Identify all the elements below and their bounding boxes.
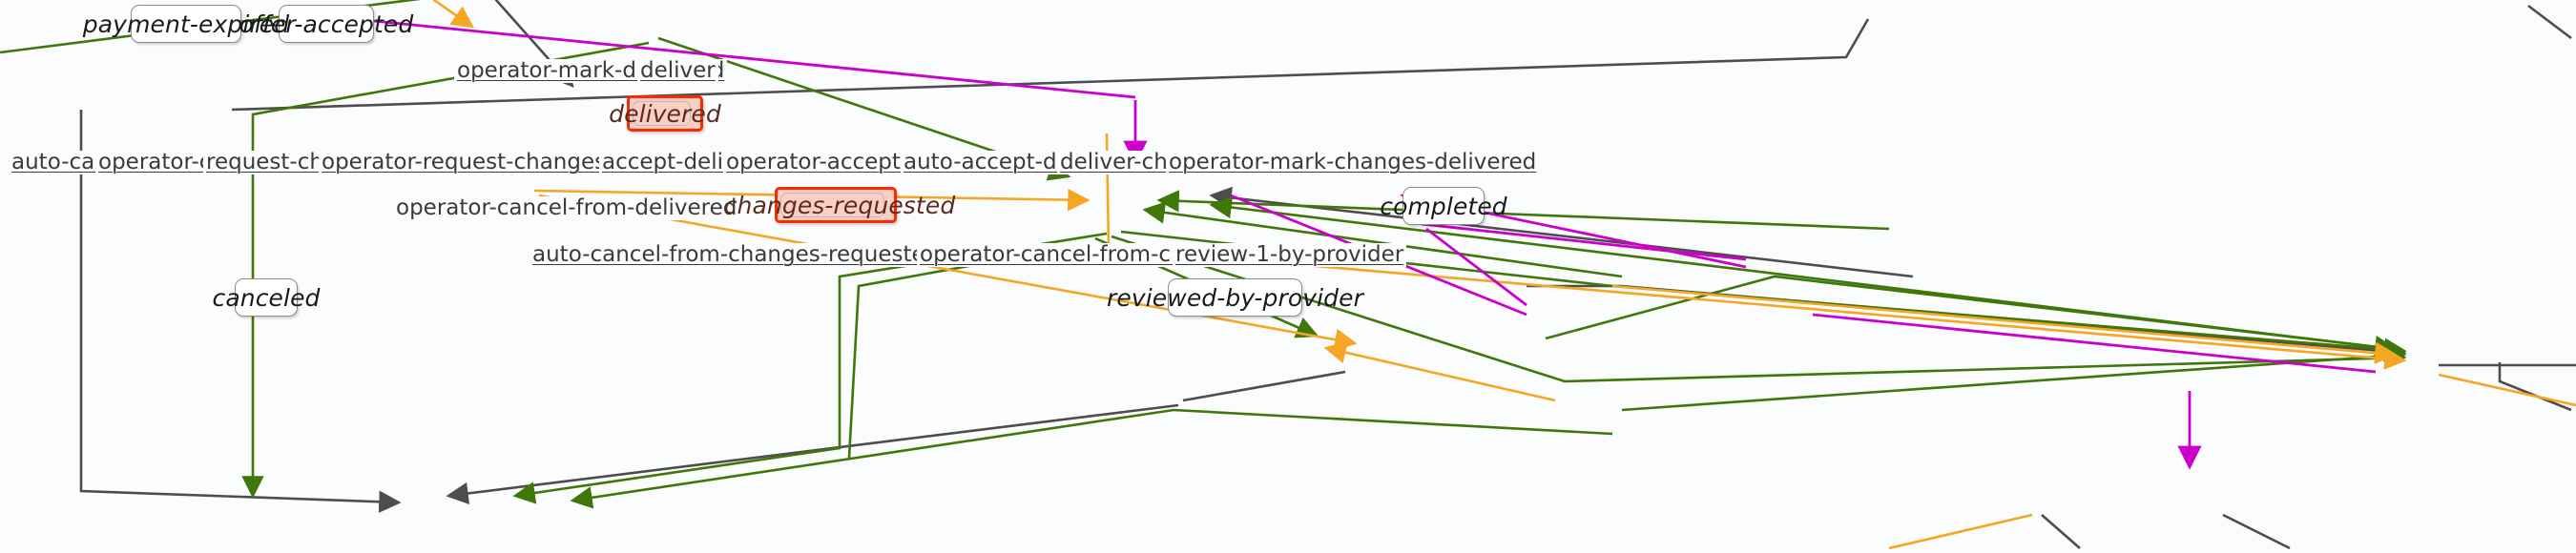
edge-label-deliver[interactable]: deliver [637,58,718,84]
node-label: payment-expired [82,10,290,38]
node-changes-requested[interactable]: changes-requested [724,187,955,223]
edges-magenta [373,19,2377,470]
node-label: changes-requested [723,191,956,219]
edge-label-operator-cancel-from-delivered[interactable]: operator-cancel-from-delivered [393,195,740,221]
edge-label-auto-cancel-from-changes-requested[interactable]: auto-cancel-from-changes-requested [530,242,943,268]
node-label: completed [1380,192,1507,220]
edges-orange [432,0,2576,550]
node-payment-expired[interactable]: payment-expired [83,5,289,43]
node-label: offer-accepted [239,10,414,38]
edge-label-operator-mark-changes-delivered[interactable]: operator-mark-changes-delivered [1166,150,1540,175]
edge-label-review-1-by-provider[interactable]: review-1-by-provider [1173,242,1407,268]
node-offer-accepted[interactable]: offer-accepted [239,5,413,43]
node-label: reviewed-by-provider [1107,283,1364,312]
node-delivered[interactable]: delivered [609,95,721,132]
edge-label-operator-request-changes[interactable]: operator-request-changes [319,150,610,175]
node-label: canceled [212,283,321,312]
node-canceled[interactable]: canceled [212,278,320,317]
node-label: delivered [609,99,721,128]
node-reviewed-by-provider[interactable]: reviewed-by-provider [1107,278,1363,317]
node-completed[interactable]: completed [1380,187,1507,225]
